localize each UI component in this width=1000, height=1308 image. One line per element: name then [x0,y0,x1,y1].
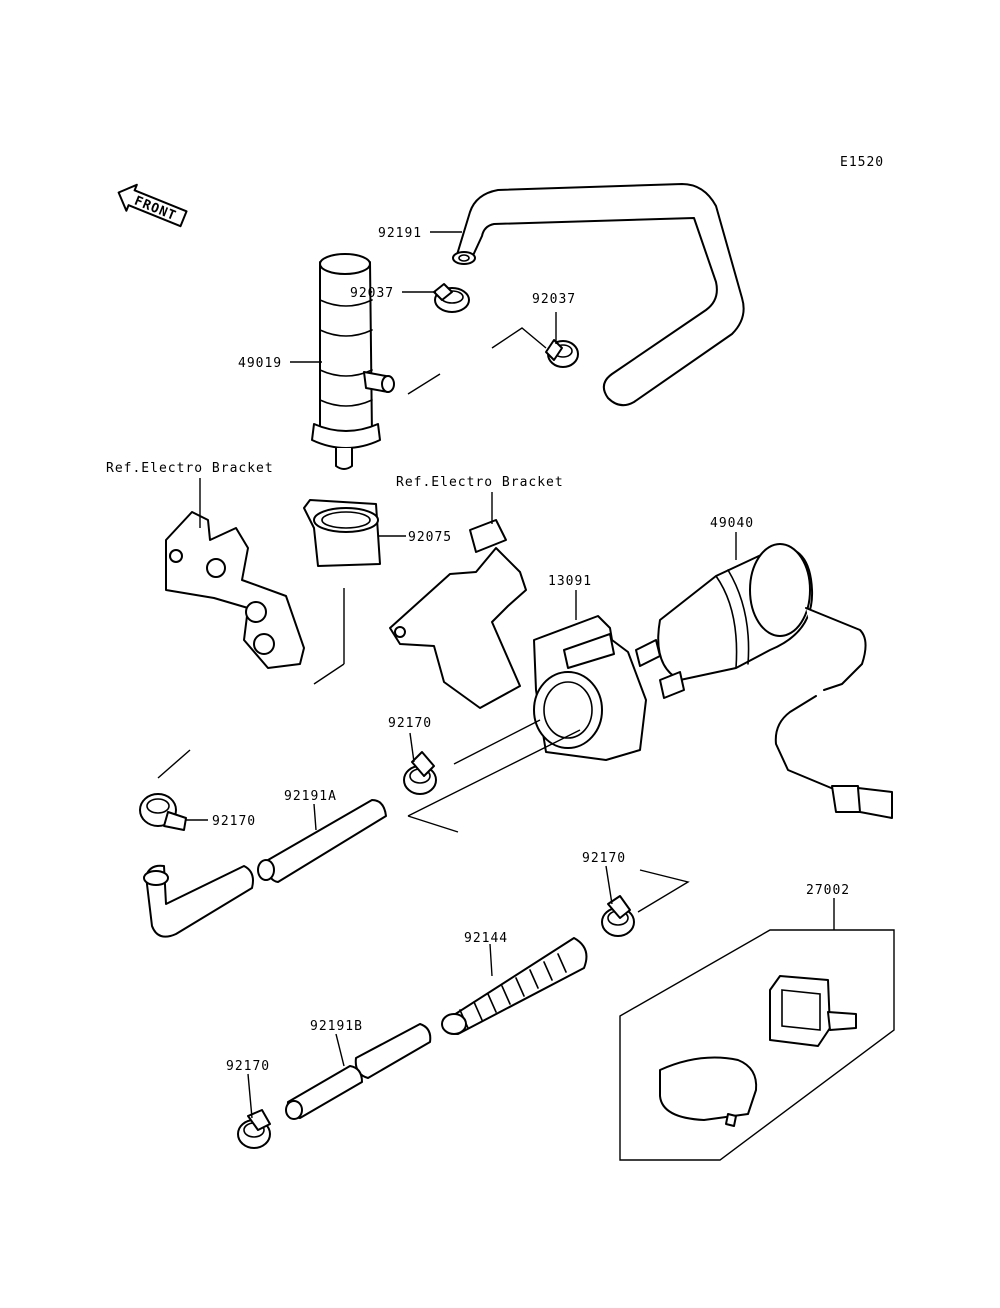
hose-92191b-part [285,1023,432,1120]
label-92191a: 92191A [284,789,337,804]
clamp-band-92075-part [303,499,381,567]
relay-kit-27002-part [619,929,895,1161]
hose-92191-part [452,183,745,407]
clamp-92037-right-part [545,339,579,368]
hose-92191a-part [143,799,387,938]
clamp-92170-mid-part [403,751,437,795]
label-92191b: 92191B [310,1019,363,1034]
label-49040: 49040 [710,516,754,531]
label-92170-bottom: 92170 [226,1059,270,1074]
label-92144: 92144 [464,931,508,946]
clamp-92170-right-part [601,895,635,937]
damper-holder-13091-part [533,615,647,761]
spring-92144-part [441,937,588,1035]
diagram-code: E1520 [840,155,884,170]
label-ref-bracket-right: Ref.Electro Bracket [396,475,564,490]
label-49019: 49019 [238,356,282,371]
electro-bracket-left-part [165,511,305,669]
label-92037-right: 92037 [532,292,576,307]
fuel-pump-49040-part [635,543,893,819]
label-92170-right: 92170 [582,851,626,866]
fuel-filter-49019-part [311,253,395,470]
electro-bracket-right-part [389,519,527,709]
label-27002: 27002 [806,883,850,898]
label-92037-left: 92037 [350,286,394,301]
label-92191: 92191 [378,226,422,241]
label-13091: 13091 [548,574,592,589]
label-92170-left: 92170 [212,814,256,829]
leader-lines [157,231,835,1119]
front-arrow-icon: FRONT [117,183,188,228]
clamp-92170-bottom-part [237,1109,271,1149]
clamp-92170-left-part [139,793,187,831]
clamp-92037-upper-part [433,283,470,313]
label-ref-bracket-left: Ref.Electro Bracket [106,461,274,476]
label-92170-mid: 92170 [388,716,432,731]
label-92075: 92075 [408,530,452,545]
